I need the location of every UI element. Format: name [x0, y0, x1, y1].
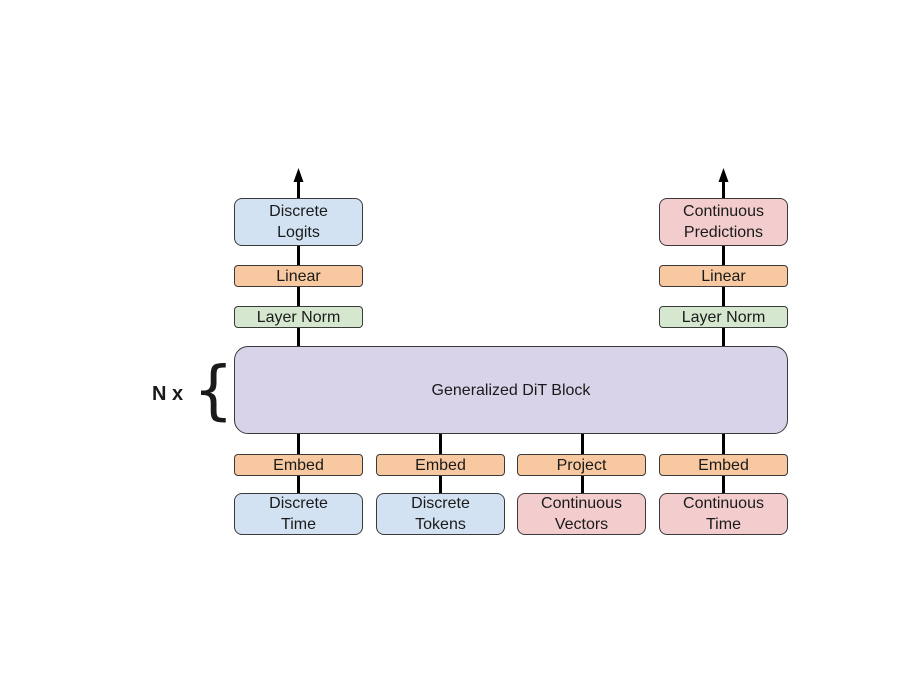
continuous-predictions-box: Continuous Predictions [659, 198, 788, 246]
connector-left-output [297, 180, 300, 346]
discrete-tokens-input: Discrete Tokens [376, 493, 505, 535]
discrete-time-input: Discrete Time [234, 493, 363, 535]
arrow-head-right [718, 168, 729, 182]
embed-continuous-time: Embed [659, 454, 788, 476]
project-continuous-vectors: Project [517, 454, 646, 476]
arrow-head-left [293, 168, 304, 182]
embed-discrete-time: Embed [234, 454, 363, 476]
embed-discrete-tokens: Embed [376, 454, 505, 476]
discrete-logits-box: Discrete Logits [234, 198, 363, 246]
right-linear-box: Linear [659, 265, 788, 287]
generalized-dit-block: Generalized DiT Block [234, 346, 788, 434]
left-layer-norm-box: Layer Norm [234, 306, 363, 328]
connector-right-output [722, 180, 725, 346]
left-linear-box: Linear [234, 265, 363, 287]
repeat-brace: { [193, 354, 234, 428]
right-layer-norm-box: Layer Norm [659, 306, 788, 328]
repeat-count-label: N x [152, 383, 184, 405]
continuous-time-input: Continuous Time [659, 493, 788, 535]
continuous-vectors-input: Continuous Vectors [517, 493, 646, 535]
